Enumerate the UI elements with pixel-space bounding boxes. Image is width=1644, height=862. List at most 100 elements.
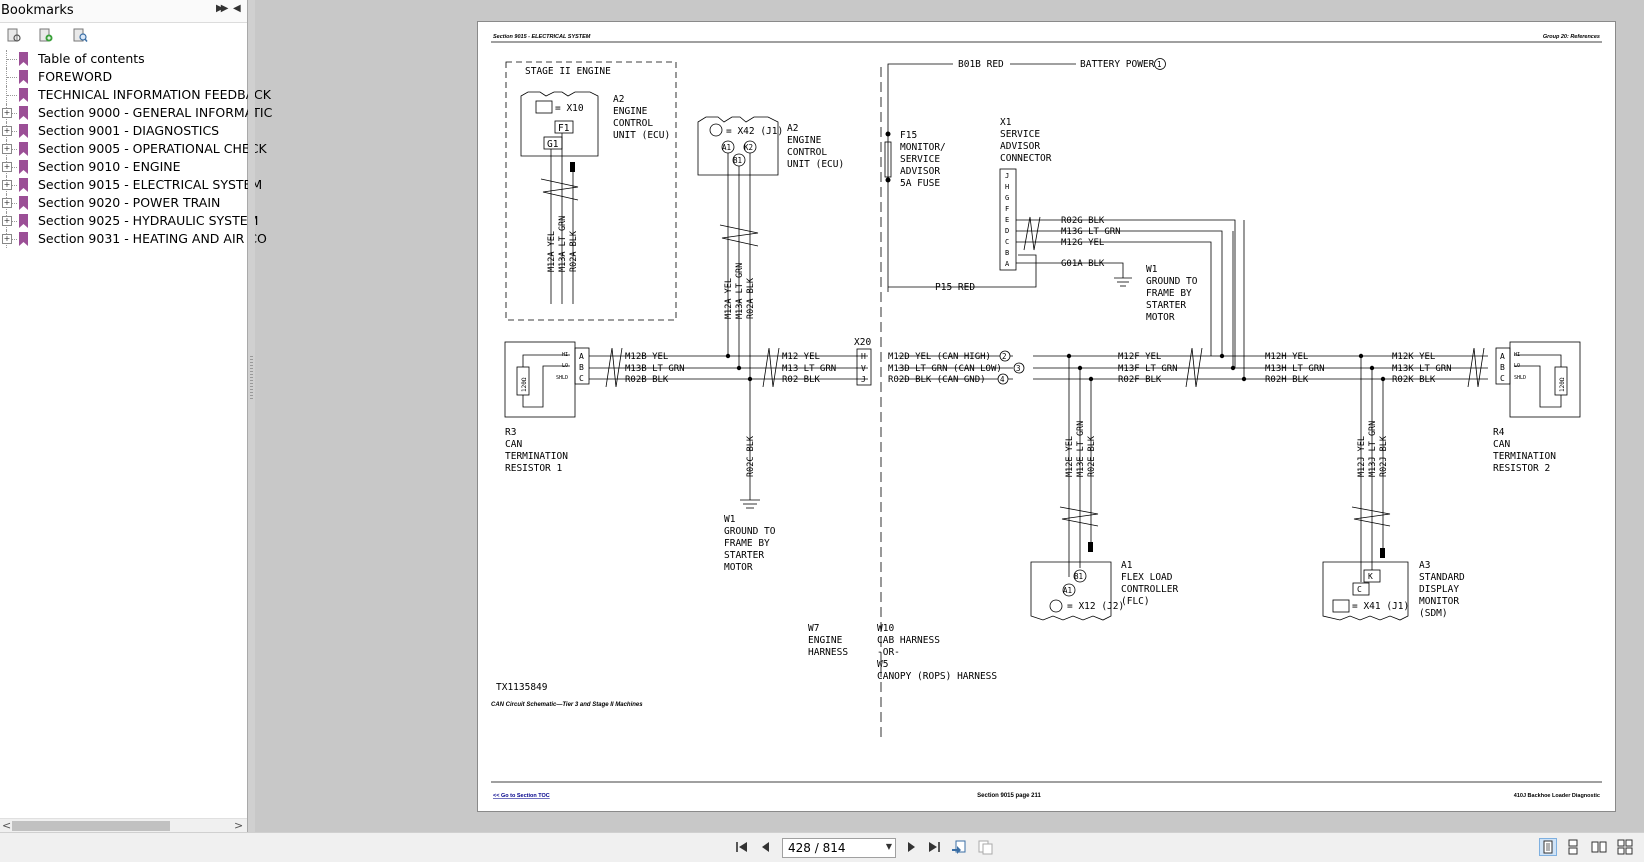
a2-left-f1: F1: [558, 123, 570, 134]
w1-right-label: W1 GROUND TO FRAME BY STARTER MOTOR: [1146, 264, 1198, 323]
add-bookmark-icon[interactable]: [38, 27, 54, 43]
horizontal-scrollbar[interactable]: < >: [0, 818, 247, 833]
expand-icon[interactable]: +: [2, 198, 12, 208]
svg-text:G01A BLK: G01A BLK: [1061, 259, 1105, 269]
continuous-facing-view-icon[interactable]: [1617, 839, 1633, 855]
page-number-field[interactable]: 428 / 814 ▼: [782, 838, 896, 858]
last-page-icon[interactable]: [926, 839, 942, 855]
collapse-panel-icon[interactable]: ◀: [233, 3, 241, 14]
continuous-view-icon[interactable]: [1565, 839, 1581, 855]
svg-text:ENGINE: ENGINE: [808, 635, 843, 646]
bookmark-item[interactable]: + Section 9015 - ELECTRICAL SYSTEM: [0, 176, 262, 194]
bus-main-labels: M12 YEL M13 LT GRN R02 BLK: [782, 352, 836, 385]
bookmark-item[interactable]: + Section 9031 - HEATING AND AIR CO: [0, 230, 267, 248]
page-navigation-bar: 428 / 814 ▼: [0, 832, 1644, 862]
expand-icon[interactable]: +: [2, 216, 12, 226]
tree-connector: [7, 131, 17, 133]
svg-text:M12A YEL: M12A YEL: [724, 278, 734, 319]
single-page-view-icon[interactable]: [1539, 838, 1557, 856]
bus-h-labels: M12H YEL M13H LT GRN R02H BLK: [1265, 352, 1325, 385]
svg-text:R02H BLK: R02H BLK: [1265, 375, 1309, 385]
svg-text:R02E BLK: R02E BLK: [1087, 435, 1097, 477]
r3-pin-c: C: [579, 374, 584, 383]
expand-icon[interactable]: +: [2, 144, 12, 154]
tree-connector: [6, 50, 8, 68]
bookmark-label[interactable]: Section 9020 - POWER TRAIN: [38, 195, 221, 210]
scrollbar-thumb[interactable]: [12, 821, 170, 831]
figure-caption: CAN Circuit Schematic—Tier 3 and Stage I…: [491, 702, 643, 708]
svg-text:M13G LT GRN: M13G LT GRN: [1061, 227, 1121, 237]
svg-text:M13J LT GRN: M13J LT GRN: [1368, 421, 1378, 477]
footer-toc-link[interactable]: << Go to Section TOC: [493, 793, 550, 799]
bookmark-label[interactable]: Section 9001 - DIAGNOSTICS: [38, 123, 220, 138]
svg-text:CAB HARNESS: CAB HARNESS: [877, 635, 940, 646]
bookmark-options-icon[interactable]: [6, 27, 22, 43]
svg-text:4: 4: [1000, 375, 1005, 384]
expand-icon[interactable]: +: [2, 126, 12, 136]
bookmark-icon: [19, 70, 28, 84]
next-page-icon[interactable]: [903, 839, 919, 855]
svg-text:ENGINE: ENGINE: [613, 106, 648, 117]
bookmark-item[interactable]: TECHNICAL INFORMATION FEEDBACK: [0, 86, 271, 104]
bookmark-item[interactable]: FOREWORD: [0, 68, 247, 86]
bookmark-label[interactable]: Section 9025 - HYDRAULIC SYSTEM: [38, 213, 259, 228]
splitter-grip[interactable]: [250, 356, 253, 400]
bookmark-label[interactable]: TECHNICAL INFORMATION FEEDBACK: [38, 87, 271, 102]
svg-text:R02 BLK: R02 BLK: [782, 375, 821, 385]
expand-icon[interactable]: +: [2, 180, 12, 190]
svg-text:ADVISOR: ADVISOR: [1000, 141, 1040, 152]
scroll-right-icon[interactable]: >: [234, 819, 244, 832]
svg-text:2: 2: [1002, 352, 1007, 361]
previous-view-icon[interactable]: [951, 839, 967, 855]
svg-text:B: B: [1005, 249, 1009, 257]
svg-text:CANOPY (ROPS) HARNESS: CANOPY (ROPS) HARNESS: [877, 671, 997, 682]
scroll-left-icon[interactable]: <: [2, 819, 12, 832]
previous-page-icon[interactable]: [758, 839, 774, 855]
bookmark-item[interactable]: + Section 9000 - GENERAL INFORMATIC: [0, 104, 272, 122]
bookmark-label[interactable]: Section 9015 - ELECTRICAL SYSTEM: [38, 177, 263, 192]
figure-id: TX1135849: [496, 682, 548, 693]
bookmark-icon: [19, 142, 28, 156]
chevron-down-icon[interactable]: ▼: [885, 842, 892, 851]
tree-connector: [7, 113, 17, 115]
svg-text:A2: A2: [613, 94, 624, 105]
bookmark-icon: [19, 124, 28, 138]
bookmark-item[interactable]: + Section 9005 - OPERATIONAL CHECK: [0, 140, 267, 158]
bookmark-item[interactable]: + Section 9020 - POWER TRAIN: [0, 194, 247, 212]
bookmark-item[interactable]: + Section 9010 - ENGINE: [0, 158, 247, 176]
f15-label: F15 MONITOR/ SERVICE ADVISOR 5A FUSE: [900, 130, 946, 189]
bookmark-label[interactable]: Section 9031 - HEATING AND AIR CO: [38, 231, 267, 246]
bookmark-item[interactable]: + Section 9001 - DIAGNOSTICS: [0, 122, 247, 140]
bookmark-label[interactable]: Table of contents: [38, 51, 145, 66]
bookmark-icon: [19, 160, 28, 174]
x1-pins: J H G F E D C B A: [1005, 172, 1010, 268]
w1-left-label: W1 GROUND TO FRAME BY STARTER MOTOR: [724, 514, 776, 573]
expand-icon[interactable]: +: [2, 162, 12, 172]
bus-f-labels: M12F YEL M13F LT GRN R02F BLK: [1118, 352, 1178, 385]
facing-view-icon[interactable]: [1591, 839, 1607, 855]
bookmark-label[interactable]: FOREWORD: [38, 69, 113, 84]
can-circuit-schematic: Section 9015 - ELECTRICAL SYSTEM Group 2…: [491, 34, 1602, 799]
tree-connector: [7, 77, 17, 79]
next-view-icon[interactable]: [977, 839, 993, 855]
page-indicator[interactable]: 428 / 814: [788, 841, 846, 855]
expand-icon[interactable]: +: [2, 108, 12, 118]
svg-text:FLEX LOAD: FLEX LOAD: [1121, 572, 1173, 583]
bookmark-label[interactable]: Section 9010 - ENGINE: [38, 159, 181, 174]
panel-splitter[interactable]: [248, 0, 255, 832]
bookmark-label[interactable]: Section 9005 - OPERATIONAL CHECK: [38, 141, 267, 156]
bookmark-item[interactable]: Table of contents: [0, 50, 247, 68]
pin-k2: K2: [744, 143, 753, 152]
panel-options-icon[interactable]: ▶▶: [216, 3, 229, 14]
bookmark-item[interactable]: + Section 9025 - HYDRAULIC SYSTEM: [0, 212, 258, 230]
r3-pin-a: A: [579, 352, 584, 361]
svg-text:ENGINE: ENGINE: [787, 135, 822, 146]
svg-text:R02G BLK: R02G BLK: [1061, 216, 1105, 226]
svg-text:CONTROLLER: CONTROLLER: [1121, 584, 1178, 595]
expand-icon[interactable]: +: [2, 234, 12, 244]
r3-resistance: 120Ω: [521, 377, 528, 392]
bookmark-label[interactable]: Section 9000 - GENERAL INFORMATIC: [38, 105, 273, 120]
x20-pin-v: V: [861, 364, 866, 373]
find-bookmark-icon[interactable]: [72, 27, 88, 43]
first-page-icon[interactable]: [734, 839, 750, 855]
